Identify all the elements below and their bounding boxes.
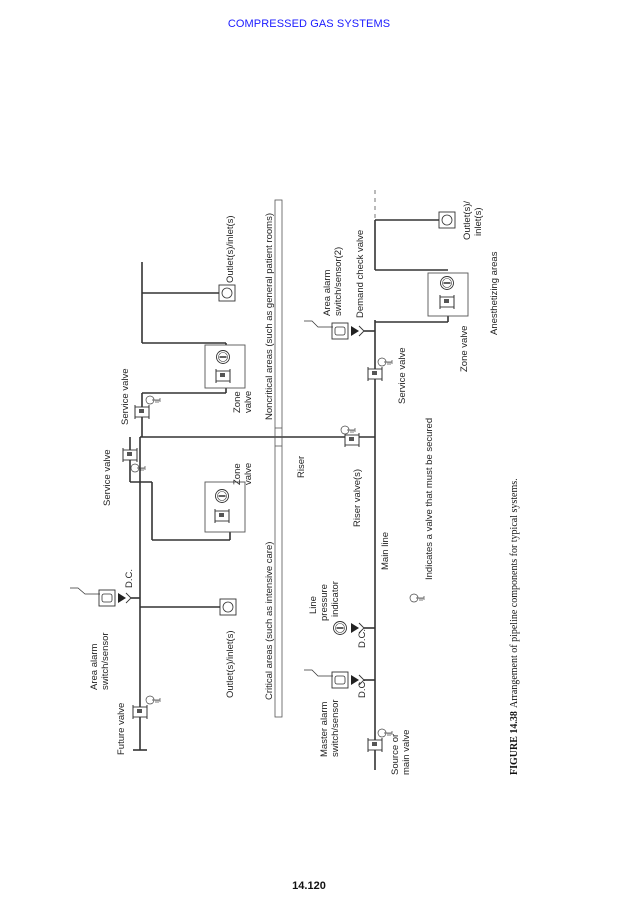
- label-outlets-critical: Outlet(s)/inlet(s): [225, 630, 236, 698]
- outlet-anesthetizing-icon: [438, 211, 456, 229]
- label-zone-valve-anes: Zone valve: [459, 326, 470, 372]
- source-valve-icon: [367, 728, 393, 753]
- label-outlets-anes-2: inlet(s): [473, 207, 484, 236]
- service-valve-anesthetizing-icon: [367, 357, 393, 382]
- secured-valve-legend-icon: [409, 593, 425, 603]
- service-valve-critical-icon: [122, 447, 146, 473]
- label-outlets-noncritical: Outlet(s)/inlet(s): [225, 215, 236, 283]
- label-line-pressure-3: indicator: [330, 581, 341, 617]
- label-line-pressure-2: pressure: [319, 584, 330, 621]
- outlet-critical-icon: [219, 598, 237, 616]
- label-riser-valves: Riser valve(s): [352, 469, 363, 527]
- label-zone-2b: valve: [243, 391, 254, 413]
- master-alarm-sensor-icon: [304, 669, 365, 689]
- label-area-alarm2-1: Area alarm: [322, 269, 333, 316]
- label-dc-1: D.C.: [124, 569, 135, 588]
- label-zone-2a: Zone: [232, 391, 243, 413]
- label-service-valve-noncritical: Service valve: [120, 369, 131, 426]
- area-alarm-sensor-2-icon: [304, 320, 365, 340]
- label-service-valve-critical: Service valve: [102, 450, 113, 507]
- area-bracket: [274, 199, 283, 718]
- figure-number: FIGURE 14.38: [509, 711, 520, 775]
- label-area-alarm2-2: switch/sensor(2): [333, 247, 344, 316]
- running-header: COMPRESSED GAS SYSTEMS: [227, 18, 391, 30]
- zone-valve-box-critical: [204, 481, 246, 533]
- figure-caption: Arrangement of pipeline components for t…: [509, 478, 520, 708]
- label-dc-2: D.C.: [357, 679, 368, 698]
- label-zone-1a: Zone: [232, 463, 243, 485]
- label-area-alarm-2: switch/sensor: [100, 632, 111, 690]
- label-riser: Riser: [296, 456, 307, 478]
- label-secured-legend: Indicates a valve that must be secured: [424, 418, 435, 580]
- area-alarm-sensor-icon: [70, 587, 132, 607]
- label-main-line: Main line: [380, 532, 391, 570]
- outlet-noncritical-icon: [218, 284, 236, 302]
- label-anesthetizing-areas: Anesthetizing areas: [489, 251, 500, 335]
- label-dc-3: D.C.: [357, 629, 368, 648]
- label-zone-1b: valve: [243, 463, 254, 485]
- label-service-valve-anes: Service valve: [397, 348, 408, 405]
- label-master-alarm-2: switch/sensor: [330, 699, 341, 757]
- label-outlets-anes-1: Outlet(s)/: [462, 201, 473, 240]
- label-area-alarm-1: Area alarm: [89, 643, 100, 690]
- label-demand-check-valve: Demand check valve: [355, 230, 366, 318]
- label-noncritical-areas: Noncritical areas (such as general patie…: [264, 213, 275, 420]
- label-source-valve-1: Source or: [390, 734, 401, 775]
- label-line-pressure-1: Line: [308, 596, 319, 614]
- label-critical-areas: Critical areas (such as intensive care): [264, 542, 275, 700]
- future-valve-icon: [132, 695, 161, 720]
- page-number: 14.120: [292, 880, 326, 892]
- label-future-valve: Future valve: [116, 703, 127, 755]
- label-source-valve-2: main valve: [401, 730, 412, 775]
- service-valve-noncritical-icon: [134, 395, 161, 420]
- label-master-alarm-1: Master alarm: [319, 701, 330, 757]
